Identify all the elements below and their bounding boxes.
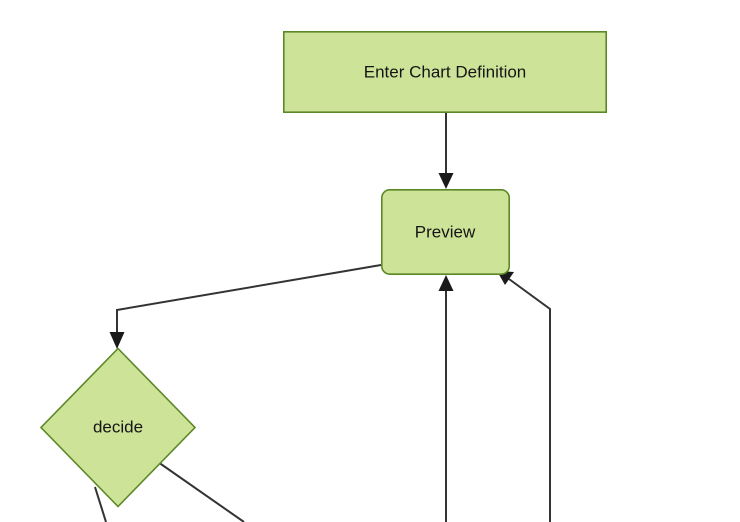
node-preview[interactable]: Preview [380,189,510,276]
arrowhead-icon [438,173,454,189]
node-decide[interactable]: decide [39,347,197,508]
node-enter-chart-definition-label: Enter Chart Definition [364,62,527,81]
arrowhead-icon [438,275,454,291]
edge-decide-out-right-line [157,461,245,522]
node-decide-shape [39,347,197,508]
edge-below-to-preview-right[interactable] [497,271,551,522]
edge-below-to-preview-right-line [508,278,551,522]
edge-preview-to-decide[interactable] [109,264,382,349]
edge-enter-to-preview[interactable] [438,113,454,189]
edge-decide-out-left[interactable] [94,486,107,522]
edge-layer [94,113,551,522]
arrowhead-icon [109,332,125,349]
node-preview-label: Preview [415,222,476,241]
edge-below-to-preview-bottom[interactable] [438,275,454,522]
node-preview-shape [380,189,510,276]
node-decide-label: decide [93,417,143,436]
edge-preview-to-decide-line [116,264,382,340]
edge-decide-out-right[interactable] [157,461,245,522]
node-enter-chart-definition[interactable]: Enter Chart Definition [282,30,607,114]
node-layer: Enter Chart Definition Preview decide [39,30,607,508]
node-enter-chart-definition-shape [282,30,607,114]
edge-decide-out-left-line [94,486,107,522]
